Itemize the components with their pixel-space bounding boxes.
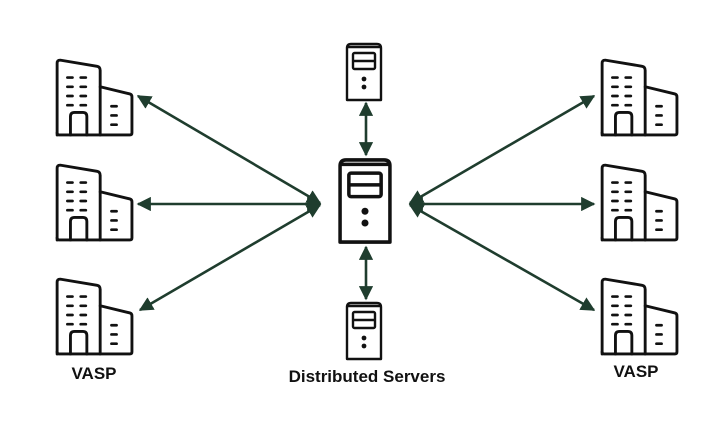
- server-bottom-icon: [345, 301, 383, 361]
- vasp-left-3-building-icon: [55, 277, 134, 356]
- arrow-center-to-vasp-right-3: [408, 203, 596, 312]
- central-server-icon: [338, 158, 392, 244]
- vasp-right-3-building-icon: [600, 277, 679, 356]
- arrow-center-to-vasp-left-3: [138, 203, 322, 312]
- server-top-icon: [345, 42, 383, 102]
- vasp-left-2-building-icon: [55, 163, 134, 242]
- arrow-center-to-vasp-left-1: [136, 94, 322, 205]
- vasp-right-1-building-icon: [600, 58, 679, 137]
- vasp-left-label: VASP: [71, 364, 116, 383]
- distributed-servers-label: Distributed Servers: [289, 367, 446, 386]
- vasp-left-1-building-icon: [55, 58, 134, 137]
- arrow-center-to-vasp-right-1: [408, 94, 596, 205]
- vasp-right-label: VASP: [613, 362, 658, 381]
- vasp-right-2-building-icon: [600, 163, 679, 242]
